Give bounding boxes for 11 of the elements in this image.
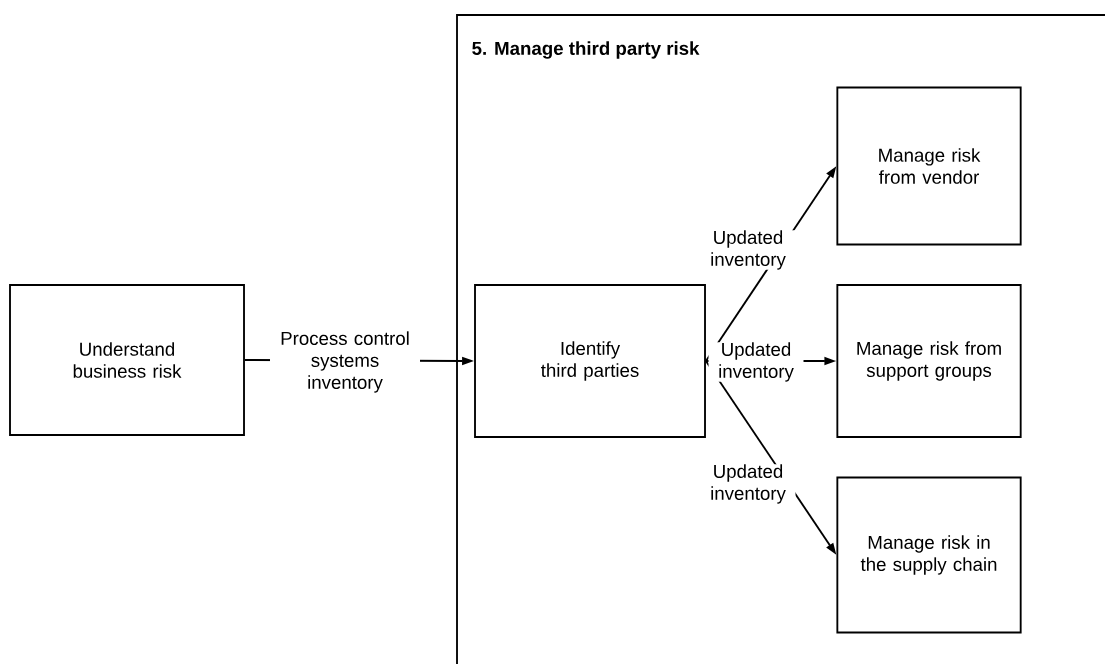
process-box: Manage risk from support groups: [836, 284, 1022, 438]
process-box: Manage risk in the supply chain: [836, 476, 1022, 634]
edge-label: Updated inventory: [708, 342, 804, 382]
edge-label: Process control systems inventory: [270, 331, 420, 393]
group-heading: 5. Manage third party risk: [472, 41, 700, 59]
process-box: Identify third parties: [474, 284, 706, 438]
edge-label: Updated inventory: [700, 464, 796, 504]
edge-label: Updated inventory: [700, 230, 796, 270]
process-box: Manage risk from vendor: [836, 86, 1022, 246]
process-box: Understand business risk: [9, 284, 245, 436]
group-frame: [456, 14, 1105, 664]
